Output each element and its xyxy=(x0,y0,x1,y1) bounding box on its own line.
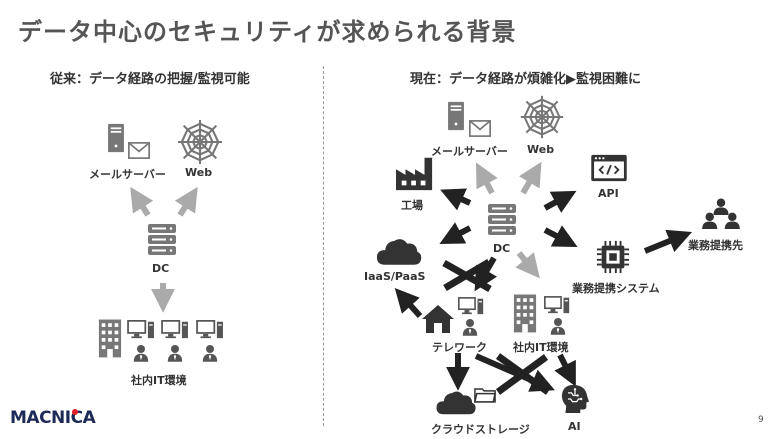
person-icon xyxy=(133,344,149,362)
left-arrow-to-web xyxy=(174,186,198,217)
right-arrow-telework-to-iaas xyxy=(394,287,423,319)
left-dc-label: DC xyxy=(152,262,170,275)
blocked-cross-cloud xyxy=(495,353,551,395)
right-telework-label: テレワーク xyxy=(432,341,487,354)
pc-icon xyxy=(544,296,570,314)
folder-icon xyxy=(474,386,496,403)
right-arrow-to-partner xyxy=(643,229,693,254)
left-web-label: Web xyxy=(185,166,213,179)
right-cloud-storage-label: クラウドストレージ xyxy=(431,423,530,436)
web-icon xyxy=(519,94,565,140)
right-arrow-to-system xyxy=(543,225,578,247)
mail-server-icon xyxy=(447,101,465,131)
person-icon xyxy=(167,344,183,362)
right-business-partner-label: 業務提携先 xyxy=(688,239,743,252)
factory-icon xyxy=(394,154,436,192)
right-arrow-to-web xyxy=(518,161,542,195)
left-section-heading: 従来：データ経路の把握/監視可能 xyxy=(50,72,250,87)
person-icon xyxy=(462,318,478,336)
right-arrow-to-office xyxy=(515,251,540,279)
logo-accent-dot xyxy=(72,409,78,415)
envelope-icon xyxy=(128,142,150,159)
cloud-icon xyxy=(376,236,422,266)
pc-icon xyxy=(196,320,224,339)
right-ai-label: AI xyxy=(568,420,581,433)
right-office-label: 社内IT環境 xyxy=(513,341,569,354)
right-arrow-to-iaas xyxy=(439,222,472,245)
building-icon xyxy=(513,293,537,333)
left-mail-server-label: メールサーバー xyxy=(89,168,166,181)
left-office-label: 社内IT環境 xyxy=(131,374,187,387)
right-arrow-office-to-ai xyxy=(554,353,576,387)
right-section-heading: 現在：データ経路が煩雑化▶監視困難に xyxy=(410,72,641,87)
mail-server-icon xyxy=(107,123,125,153)
right-arrow-to-mail xyxy=(475,162,498,195)
person-icon xyxy=(202,344,218,362)
right-iaas-label: IaaS/PaaS xyxy=(364,270,426,283)
page-number: 9 xyxy=(758,415,764,425)
right-arrow-to-api xyxy=(543,190,577,213)
page-title: データ中心のセキュリティが求められる背景 xyxy=(18,18,517,46)
right-factory-label: 工場 xyxy=(401,199,423,212)
envelope-icon xyxy=(469,120,491,137)
right-arrow-to-factory xyxy=(440,188,472,211)
blocked-cross-iaas xyxy=(442,258,492,293)
api-icon xyxy=(590,154,628,182)
macnica-logo: MACNICA xyxy=(10,408,96,428)
house-icon xyxy=(421,304,455,334)
dc-server-icon xyxy=(487,203,517,237)
ai-head-icon xyxy=(561,384,589,414)
right-api-label: API xyxy=(598,187,619,200)
pc-icon xyxy=(127,320,155,339)
web-icon xyxy=(176,118,224,166)
right-web-label: Web xyxy=(527,143,555,156)
right-arrow-dc-to-telework xyxy=(474,256,498,292)
pc-icon xyxy=(161,320,189,339)
right-dc-label: DC xyxy=(493,242,511,255)
right-mail-server-label: メールサーバー xyxy=(431,145,508,158)
cloud-icon xyxy=(435,389,477,415)
right-business-system-label: 業務提携システム xyxy=(572,282,660,295)
dc-server-icon xyxy=(147,223,177,257)
section-divider xyxy=(323,66,324,426)
left-arrow-to-mail xyxy=(130,186,154,217)
building-icon xyxy=(98,318,122,358)
chip-icon xyxy=(596,240,630,274)
person-icon xyxy=(550,317,566,335)
pc-icon xyxy=(458,297,484,315)
partner-icon xyxy=(700,198,742,230)
